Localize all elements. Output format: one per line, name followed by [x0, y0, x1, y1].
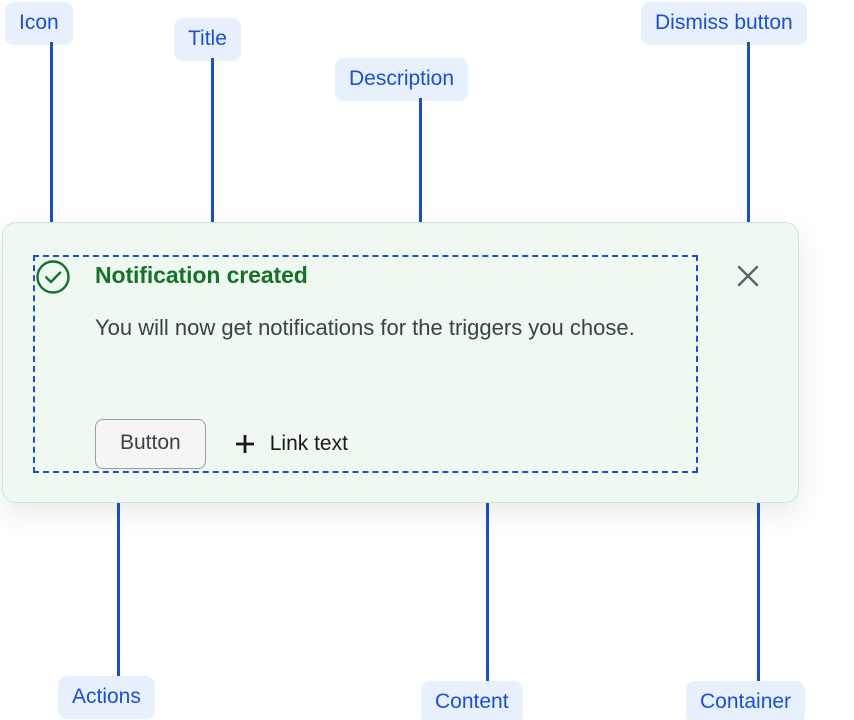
- primary-action-button[interactable]: Button: [95, 419, 206, 469]
- add-link-action[interactable]: Link text: [234, 432, 348, 456]
- link-action-label: Link text: [269, 432, 348, 455]
- annotation-label-description: Description: [335, 58, 469, 101]
- annotation-label-container: Container: [686, 681, 806, 720]
- leader-line-content: [486, 476, 489, 681]
- leader-line-description: [419, 98, 422, 303]
- annotation-label-dismiss-button: Dismiss button: [641, 2, 807, 45]
- annotation-label-content: Content: [421, 681, 523, 720]
- annotation-label-title: Title: [174, 18, 241, 61]
- leader-line-container: [757, 476, 760, 681]
- notification-description: You will now get notifications for the t…: [95, 315, 635, 340]
- leader-line-icon: [50, 42, 53, 247]
- notification-title: Notification created: [95, 262, 308, 288]
- notification-actions: Button Link text: [95, 419, 348, 469]
- annotation-label-icon: Icon: [5, 2, 73, 45]
- dismiss-button[interactable]: [730, 259, 766, 295]
- check-circle-icon: [35, 259, 71, 295]
- leader-line-title: [211, 58, 214, 259]
- annotation-label-actions: Actions: [58, 676, 155, 719]
- close-icon: [734, 262, 762, 293]
- leader-line-dismiss-button: [747, 42, 750, 249]
- leader-line-actions: [117, 470, 120, 676]
- plus-icon: [234, 433, 256, 455]
